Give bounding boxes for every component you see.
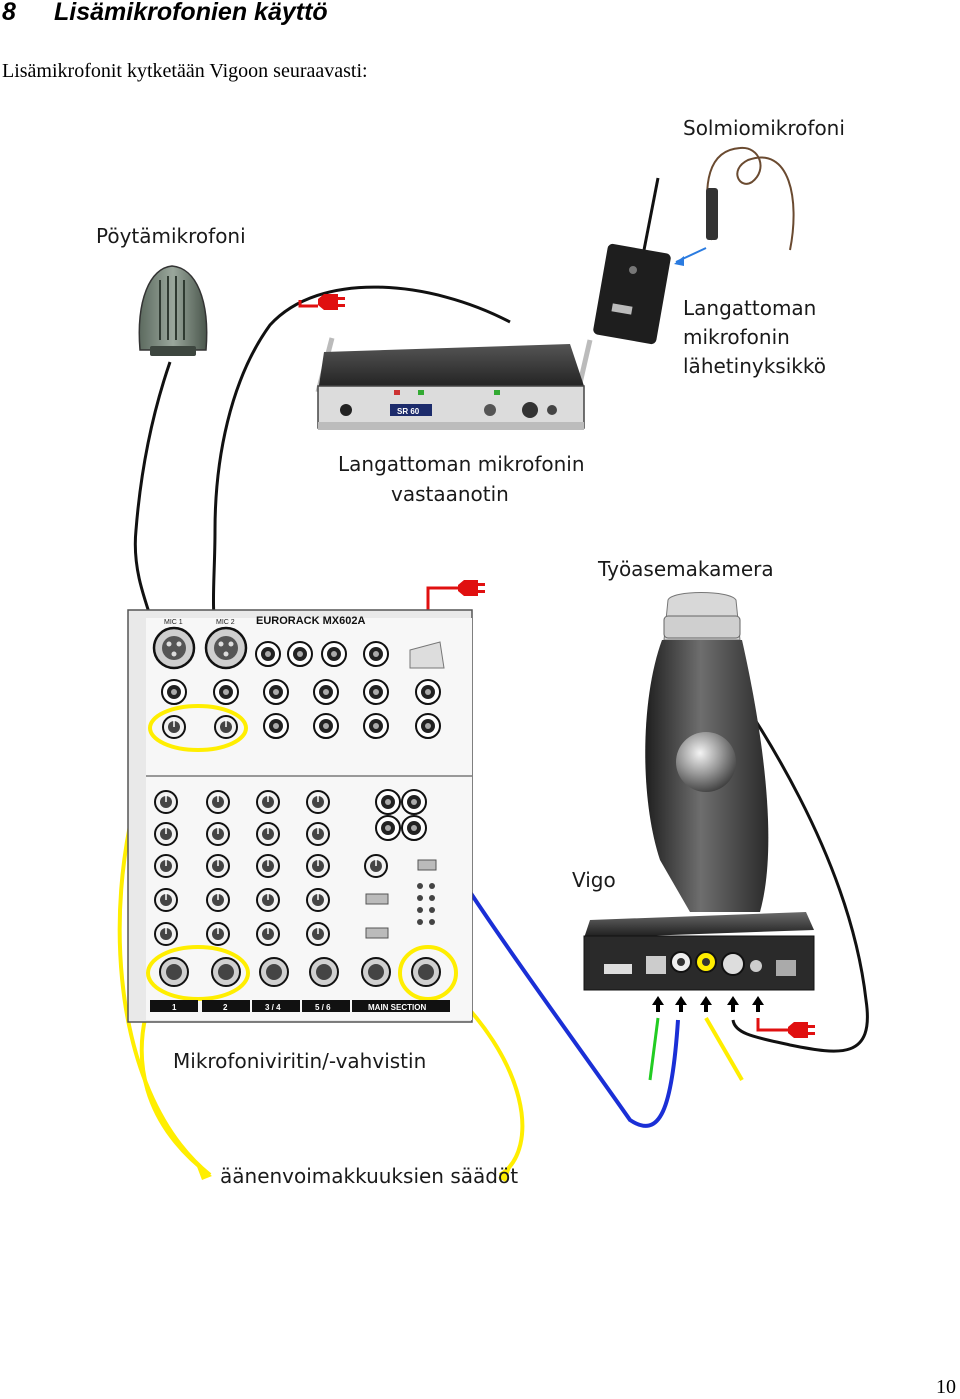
mixer-mic1-text: MIC 1 [164, 619, 183, 626]
label-receiver-line2: vastaanotin [391, 482, 509, 506]
highlight-gain-knobs [148, 704, 248, 752]
mixer-mic2-text: MIC 2 [216, 619, 235, 626]
section-title: Lisämikrofonien käyttö [54, 0, 328, 26]
label-volume-controls: äänenvoimakkuuksien säädöt [220, 1164, 518, 1188]
label-transmitter-line3: lähetinyksikkö [683, 354, 826, 378]
label-mixer: Mikrofoniviritin/-vahvistin [173, 1049, 426, 1073]
vigo-device [583, 912, 815, 991]
label-table-mic: Pöytämikrofoni [96, 224, 246, 248]
port-arrow-1-icon [652, 996, 664, 1012]
label-lapel-mic: Solmiomikrofoni [683, 116, 845, 140]
wireless-receiver: SR 60 [315, 337, 593, 430]
receiver-cable [211, 285, 511, 646]
port-arrow-2-icon [675, 996, 687, 1012]
mixer-channel-1: 1 [172, 1003, 177, 1012]
port-arrow-4-icon [727, 996, 739, 1012]
camera-cable [698, 639, 869, 1053]
pointer-arrowhead-left [196, 1164, 212, 1180]
highlight-channel-volume [146, 945, 250, 1001]
vigo-power-cord [756, 1018, 790, 1032]
mixer-channel-2: 2 [223, 1003, 228, 1012]
mixer-channel-56: 5 / 6 [315, 1003, 331, 1012]
mixer-power-cord [426, 586, 460, 610]
port-arrow-5-icon [752, 996, 764, 1012]
wireless-transmitter [593, 177, 707, 345]
label-transmitter-line2: mikrofonin [683, 325, 790, 349]
label-transmitter-line1: Langattoman [683, 296, 816, 320]
mixer-power-plug-icon [458, 580, 485, 596]
connection-diagram: Solmiomikrofoni Langattoman mikrofonin l… [96, 116, 869, 1188]
mixer-channel-34: 3 / 4 [265, 1003, 281, 1012]
receiver-power-cord [298, 300, 318, 308]
yellow-cable [704, 1016, 744, 1082]
table-mic [138, 265, 208, 356]
receiver-power-plug-icon [318, 294, 345, 310]
section-heading: 8 Lisämikrofonien käyttö [2, 0, 328, 28]
lapel-mic [706, 146, 795, 251]
highlight-main-volume [398, 945, 458, 1001]
receiver-model-text: SR 60 [397, 407, 420, 416]
section-number: 8 [2, 0, 16, 26]
intro-text: Lisämikrofonit kytketään Vigoon seuraava… [2, 60, 368, 82]
pointer-arrowhead-right [498, 1164, 512, 1182]
label-receiver-line1: Langattoman mikrofonin [338, 452, 585, 476]
table-mic-cable [133, 361, 172, 646]
mixer-main-section: MAIN SECTION [368, 1003, 426, 1012]
mixer: MIC 1 MIC 2 EURORACK MX602A [127, 609, 473, 1023]
workstation-camera [645, 592, 769, 912]
port-arrow-3-icon [700, 996, 712, 1012]
mixer-brand-text: EURORACK MX602A [256, 615, 365, 627]
label-camera: Työasemakamera [597, 557, 774, 581]
page-number: 10 [936, 1376, 956, 1398]
vigo-power-plug-icon [788, 1022, 815, 1038]
label-vigo: Vigo [572, 868, 616, 892]
green-cable [648, 1017, 660, 1081]
mixer-level-knobs [159, 957, 441, 987]
